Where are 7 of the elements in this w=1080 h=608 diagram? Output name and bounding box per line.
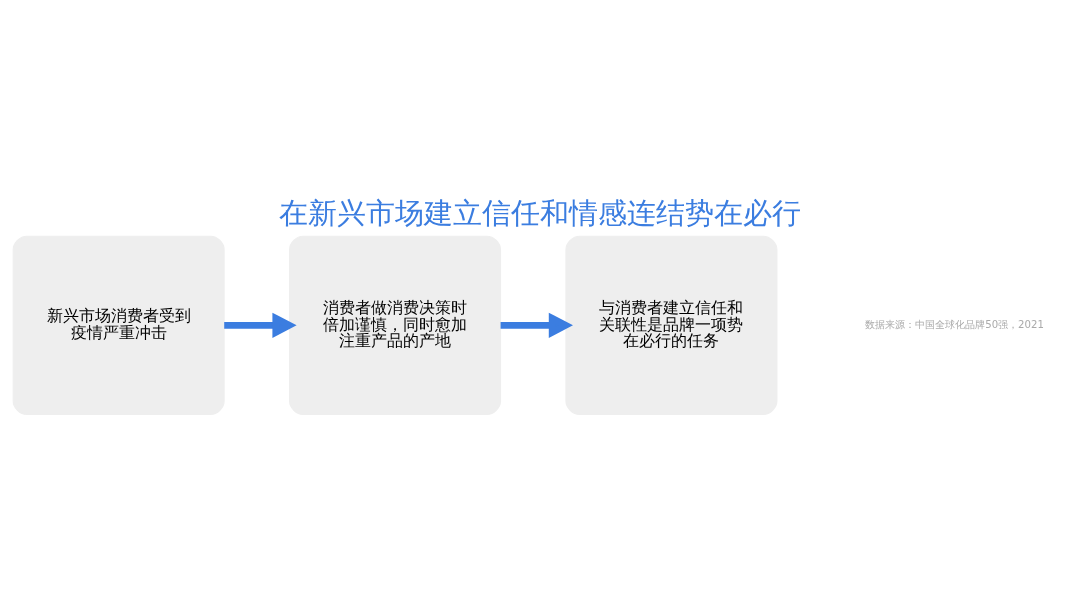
node-box: 新兴市场消费者受到疫情严重冲击 bbox=[12, 235, 225, 415]
arrow bbox=[224, 312, 297, 338]
label: 数据来源：中国全球化品牌50强，2021 bbox=[865, 318, 1044, 330]
arrow bbox=[500, 312, 573, 338]
diagram-title: 在新兴市场建立信任和情感连结势在必行 bbox=[279, 194, 801, 229]
node-box: 消费者做消费决策时倍加谨慎，同时愈加注重产品的产地 bbox=[289, 235, 502, 415]
node-box: 与消费者建立信任和关联性是品牌一项势在必行的任务 bbox=[565, 235, 778, 415]
